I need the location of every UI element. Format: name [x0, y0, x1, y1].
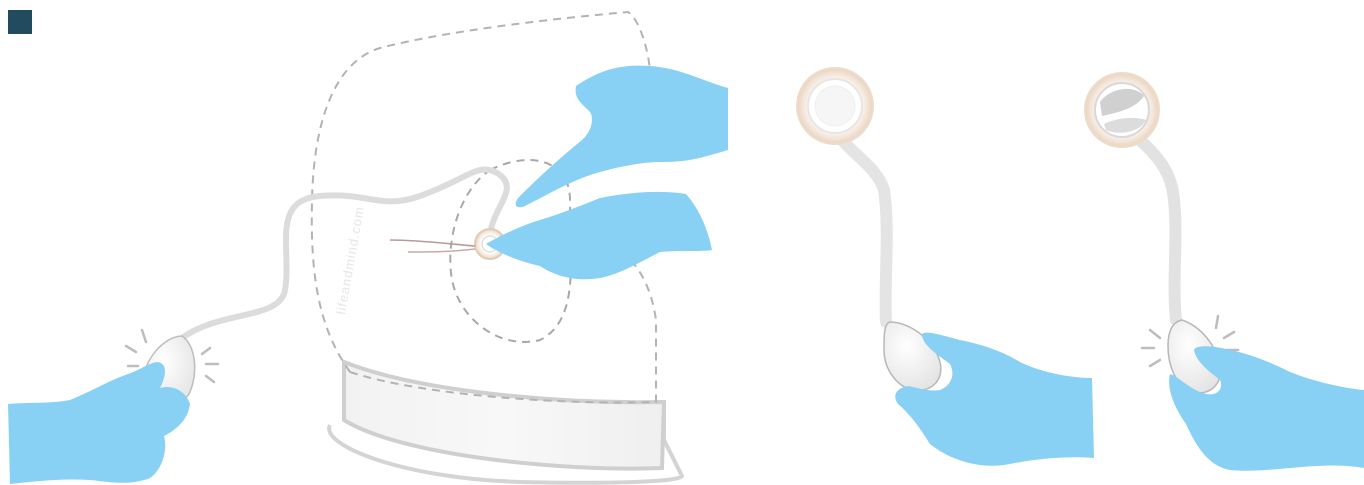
tube-3 — [1134, 134, 1182, 326]
squeeze-mark — [1148, 328, 1162, 340]
gloved-hand-right-2 — [1169, 346, 1364, 471]
bulb-hand-left — [8, 328, 220, 484]
squeeze-mark — [204, 374, 216, 384]
squeeze-mark — [124, 344, 138, 354]
squeeze-mark — [1222, 330, 1236, 340]
squeeze-mark — [1214, 314, 1220, 330]
squeeze-mark — [140, 328, 148, 344]
gloved-hand-left — [8, 362, 190, 484]
removal-string-2 — [407, 248, 476, 253]
model-outline-lower — [349, 261, 657, 404]
tube-2 — [834, 132, 893, 328]
pressure-bulb-icon — [883, 321, 942, 391]
dilator-core — [814, 85, 856, 127]
device-panel-deflated — [796, 67, 1094, 466]
gloved-hand-right-1 — [895, 332, 1094, 466]
removal-string — [389, 239, 476, 247]
model-panel: lifeandmind.com — [179, 10, 728, 485]
gloved-hand-lower — [486, 191, 712, 280]
squeeze-mark — [1148, 358, 1162, 368]
model-base-block — [342, 359, 667, 471]
dilator-fold-2 — [1104, 117, 1146, 133]
tube — [179, 166, 510, 341]
gloved-hand-upper — [515, 65, 728, 208]
model-outline — [310, 10, 651, 373]
device-panel-inflated — [1084, 72, 1364, 471]
watermark: lifeandmind.com — [333, 205, 367, 316]
dilator-fold — [1100, 88, 1144, 116]
squeeze-mark — [200, 346, 212, 356]
model-base-plate — [327, 400, 685, 485]
corner-badge — [8, 10, 32, 34]
